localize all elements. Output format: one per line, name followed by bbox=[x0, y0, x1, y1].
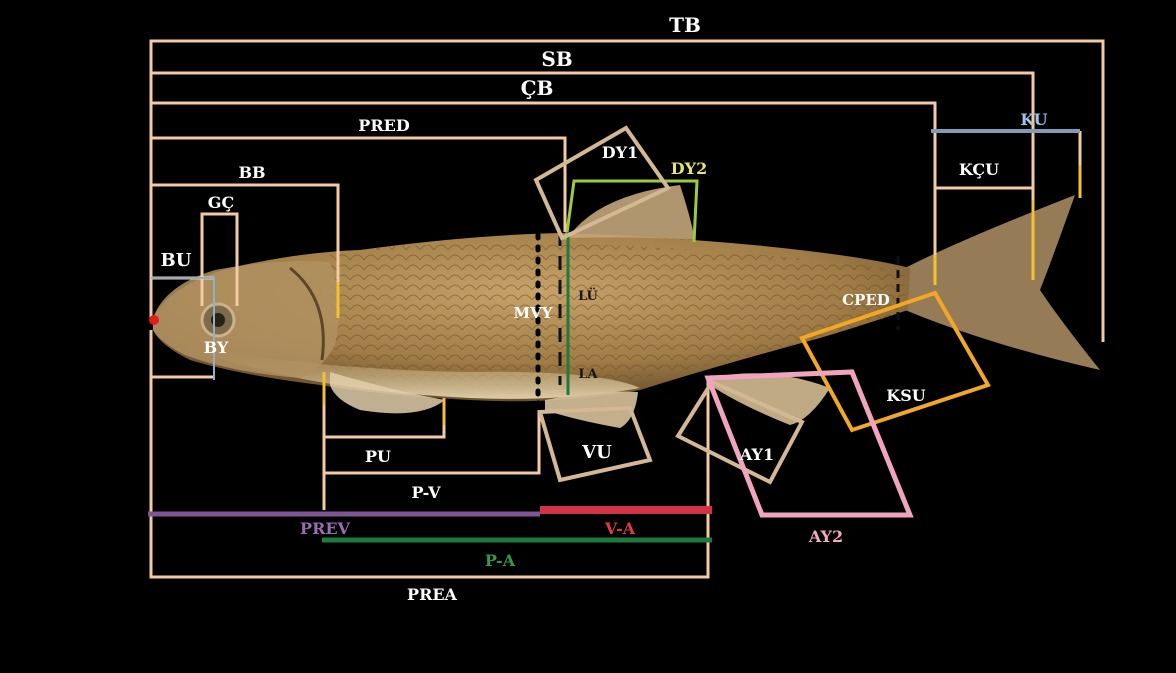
label-ay1: AY1 bbox=[739, 445, 774, 464]
label-prea: PREA bbox=[407, 585, 458, 604]
label-ay2: AY2 bbox=[808, 527, 843, 546]
label-pa: P-A bbox=[485, 551, 516, 570]
label-vu: VU bbox=[581, 442, 612, 463]
label-cped: CPED bbox=[842, 291, 890, 309]
snout-landmark-dot bbox=[149, 315, 159, 325]
label-la: LA bbox=[578, 367, 598, 382]
label-prev: PREV bbox=[300, 519, 351, 538]
label-kcu: KÇU bbox=[959, 160, 999, 179]
label-pu: PU bbox=[365, 447, 391, 466]
label-pv: P-V bbox=[411, 483, 441, 502]
label-dy1: DY1 bbox=[602, 143, 638, 162]
dorsal-fin bbox=[570, 185, 695, 240]
label-sb: SB bbox=[541, 47, 572, 71]
anal-fin bbox=[710, 373, 830, 425]
label-tb: TB bbox=[669, 13, 701, 37]
label-ku: KU bbox=[1020, 110, 1047, 129]
pu-pv-line bbox=[324, 410, 539, 473]
label-va: V-A bbox=[604, 519, 636, 538]
label-gc: GÇ bbox=[208, 193, 234, 212]
label-pred: PRED bbox=[358, 116, 410, 135]
label-bu: BU bbox=[161, 250, 192, 271]
label-lu: LÜ bbox=[578, 287, 598, 304]
label-by: BY bbox=[204, 338, 229, 357]
label-mvy: MVY bbox=[514, 304, 553, 322]
label-cb: ÇB bbox=[521, 76, 554, 100]
label-bb: BB bbox=[238, 163, 265, 182]
label-ksu: KSU bbox=[886, 386, 925, 405]
fish-photo bbox=[153, 185, 1100, 428]
label-dy2: DY2 bbox=[671, 159, 707, 178]
